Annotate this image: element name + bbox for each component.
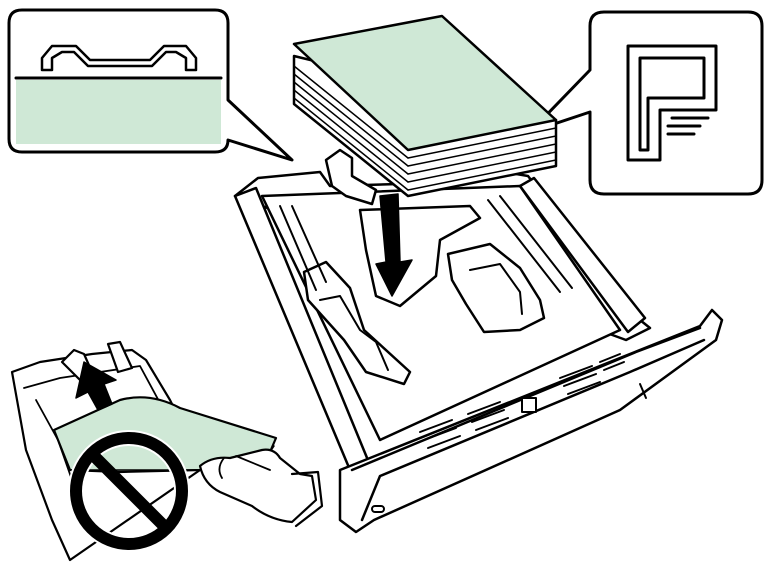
hand bbox=[198, 448, 318, 524]
paper-stack bbox=[292, 14, 558, 198]
limit-detail-callout bbox=[7, 8, 294, 162]
paper-orientation-icon bbox=[626, 44, 718, 162]
right-width-guide bbox=[446, 242, 546, 334]
prohibited-icon bbox=[68, 430, 190, 552]
paper-orientation-callout bbox=[528, 10, 764, 196]
limit-tab-icon bbox=[40, 44, 198, 72]
up-arrow-icon bbox=[75, 361, 117, 411]
incorrect-loading-inset bbox=[10, 340, 324, 562]
paper-stack-detail bbox=[16, 80, 221, 144]
paper-stack-top bbox=[292, 14, 558, 152]
front-vent-slots bbox=[419, 353, 625, 449]
length-guide bbox=[324, 148, 378, 206]
down-arrow-icon bbox=[375, 193, 413, 297]
